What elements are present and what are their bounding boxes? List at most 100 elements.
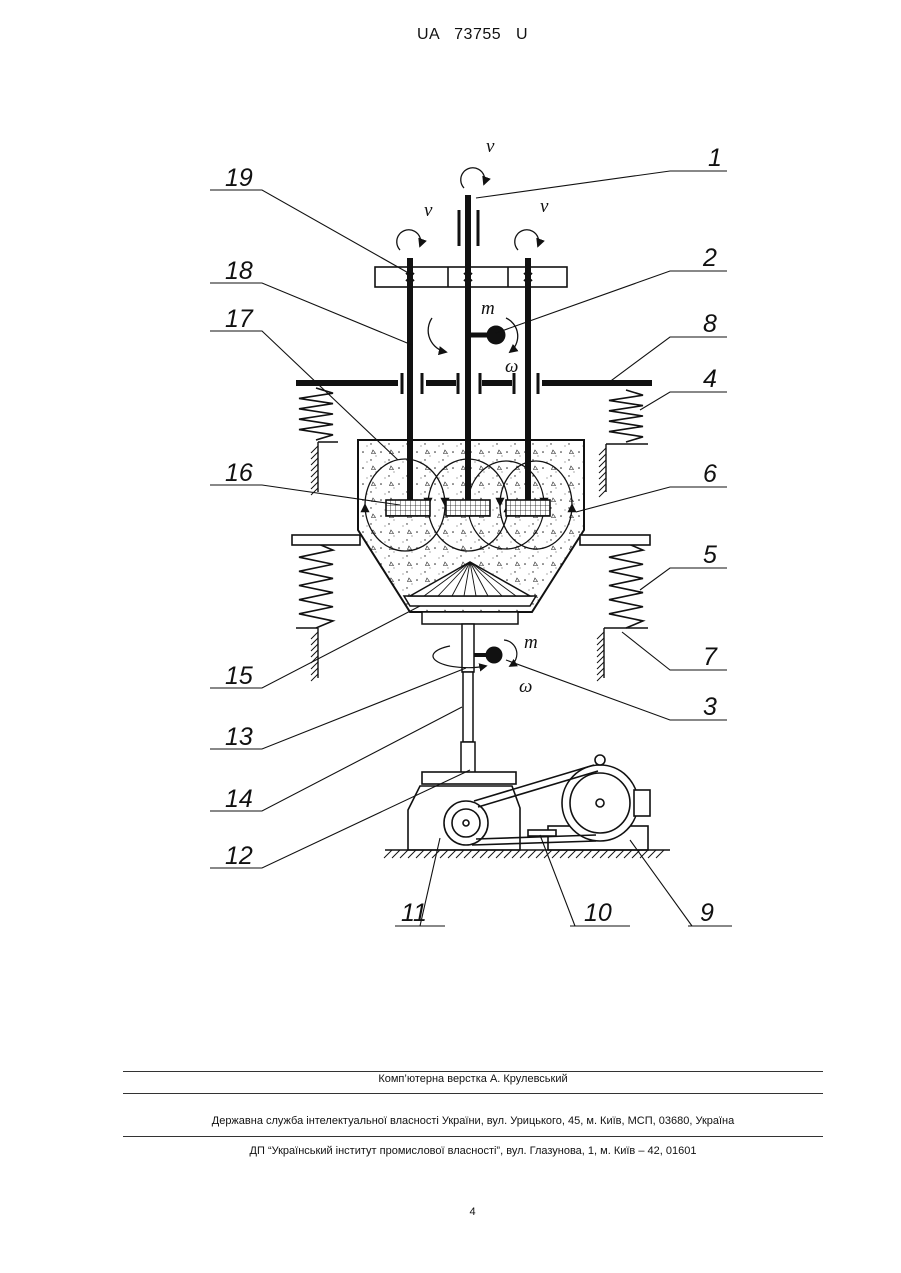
stirring-elements <box>386 500 550 516</box>
hatch-line <box>464 850 472 858</box>
label-13: 13 <box>225 723 253 751</box>
label-17: 17 <box>225 305 254 333</box>
hatch-line <box>597 632 604 639</box>
lower-eccentric-mass <box>433 640 517 668</box>
hatch-line <box>597 644 604 651</box>
hatch-line <box>384 850 392 858</box>
label-4: 4 <box>703 365 717 393</box>
hatch-line <box>597 674 604 681</box>
spring <box>299 388 333 440</box>
label-5: 5 <box>703 541 717 569</box>
upper-eccentric-mass <box>428 318 518 352</box>
hatch-line <box>424 850 432 858</box>
base-plate <box>422 772 516 784</box>
hatch-line <box>616 850 624 858</box>
hatch-line <box>597 662 604 669</box>
label-18: 18 <box>225 257 253 285</box>
hatch-line <box>311 464 318 471</box>
hatch-line <box>311 488 318 495</box>
hatch-line <box>599 472 606 479</box>
belt-tensioner <box>528 830 556 836</box>
hatch-line <box>400 850 408 858</box>
velocity-symbol: v <box>540 196 549 217</box>
label-16: 16 <box>225 459 253 487</box>
hatch-line <box>608 850 616 858</box>
hatch-line <box>597 638 604 645</box>
hatch-line <box>576 850 584 858</box>
spring <box>609 390 643 442</box>
hatch-line <box>311 632 318 639</box>
hatch-line <box>311 650 318 657</box>
drive-unit <box>408 755 650 850</box>
label-2: 2 <box>702 244 717 272</box>
page-number: 4 <box>0 1206 901 1218</box>
institute-address: ДП “Український інститут промислової вла… <box>123 1145 823 1157</box>
label-9: 9 <box>700 899 714 927</box>
label-1: 1 <box>708 144 722 172</box>
hatch-line <box>552 850 560 858</box>
label-15: 15 <box>225 662 253 690</box>
hatch-line <box>440 850 448 858</box>
label-11: 11 <box>401 899 427 927</box>
hatch-line <box>568 850 576 858</box>
hatch-line <box>600 850 608 858</box>
hatch-line <box>624 850 632 858</box>
hatch-line <box>311 446 318 453</box>
label-6: 6 <box>703 460 717 488</box>
hatch-line <box>311 476 318 483</box>
spring <box>299 543 333 628</box>
hatch-line <box>597 668 604 675</box>
hatch-line <box>599 460 606 467</box>
hatch-line <box>584 850 592 858</box>
hatch-line <box>448 850 456 858</box>
hatch-line <box>656 850 664 858</box>
hatch-line <box>456 850 464 858</box>
velocity-symbol: v <box>424 200 433 221</box>
hatch-line <box>560 850 568 858</box>
hatch-line <box>311 458 318 465</box>
hatch-line <box>520 850 528 858</box>
hatch-line <box>392 850 400 858</box>
hatch-line <box>599 454 606 461</box>
label-12: 12 <box>225 842 253 870</box>
label-7: 7 <box>703 643 718 671</box>
hatch-line <box>416 850 424 858</box>
hatch-line <box>496 850 504 858</box>
hatch-line <box>640 850 648 858</box>
hatch-line <box>480 850 488 858</box>
motor-end-cap <box>634 790 650 816</box>
hatch-line <box>592 850 600 858</box>
mass-symbol: m <box>481 298 495 319</box>
patent-office-address: Державна служба інтелектуальної власност… <box>123 1115 823 1127</box>
hatch-line <box>599 484 606 491</box>
angular-velocity-symbol: ω <box>505 356 518 377</box>
hatch-line <box>408 850 416 858</box>
hatch-line <box>512 850 520 858</box>
hatch-line <box>648 850 656 858</box>
label-3: 3 <box>703 693 717 721</box>
hatch-line <box>311 638 318 645</box>
hatch-line <box>599 478 606 485</box>
hatch-line <box>311 482 318 489</box>
hatch-line <box>488 850 496 858</box>
hatch-line <box>597 650 604 657</box>
hatch-line <box>504 850 512 858</box>
label-19: 19 <box>225 164 253 192</box>
label-14: 14 <box>225 785 253 813</box>
hatch-line <box>472 850 480 858</box>
hatch-line <box>536 850 544 858</box>
hatch-line <box>311 662 318 669</box>
footer-divider <box>123 1093 823 1094</box>
spring <box>609 543 643 628</box>
ground <box>384 850 670 858</box>
mass-symbol: m <box>524 632 538 653</box>
lower-drive-shaft <box>461 624 475 778</box>
hatch-line <box>311 674 318 681</box>
lifting-eye <box>595 755 605 765</box>
angular-velocity-symbol: ω <box>519 676 532 697</box>
hatch-line <box>599 448 606 455</box>
label-8: 8 <box>703 310 717 338</box>
footer-divider <box>123 1071 823 1072</box>
hatch-line <box>311 668 318 675</box>
hatch-line <box>632 850 640 858</box>
